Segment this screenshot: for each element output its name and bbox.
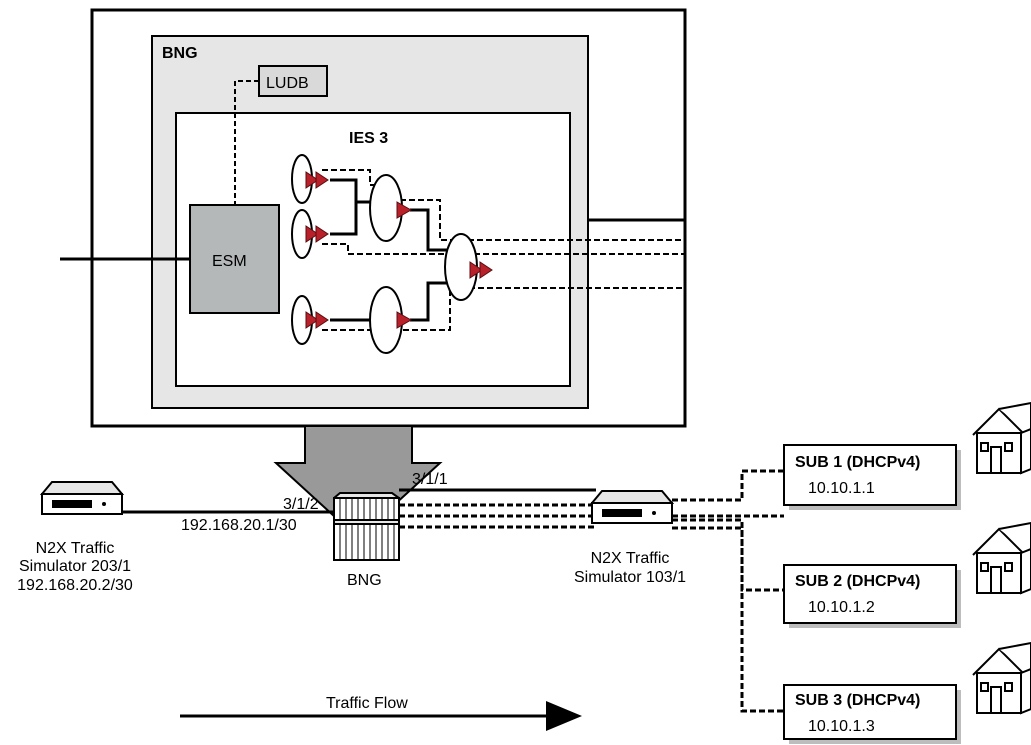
sim203-line2: Simulator 203/1	[19, 558, 131, 575]
sim203-line1: N2X Traffic	[36, 540, 115, 557]
port-left: 3/1/2	[283, 496, 319, 513]
sim203-line3: 192.168.20.2/30	[17, 577, 133, 594]
sim103-line1: N2X Traffic	[591, 550, 670, 567]
ludb-link	[234, 80, 259, 205]
bng-title: BNG	[162, 45, 198, 62]
traffic-flow-label: Traffic Flow	[326, 695, 408, 712]
port-right: 3/1/1	[412, 471, 448, 488]
bng-router	[333, 492, 400, 561]
sub3-name: SUB 3 (DHCPv4)	[795, 692, 920, 709]
esm-label: ESM	[212, 253, 247, 270]
ludb-box	[258, 65, 328, 97]
house-icon	[972, 641, 1031, 715]
sub1-ip: 10.10.1.1	[808, 480, 875, 497]
ludb-label: LUDB	[266, 75, 309, 92]
subscriber-links	[672, 469, 784, 713]
sub2-ip: 10.10.1.2	[808, 599, 875, 616]
bng-dashed-links	[399, 503, 596, 529]
simulator-103-icon	[589, 490, 675, 524]
house-icon	[972, 401, 1031, 475]
simulator-203-icon	[39, 481, 125, 515]
ip-left: 192.168.20.1/30	[181, 517, 297, 534]
ies-label: IES 3	[349, 130, 388, 147]
scheduler-arrows	[305, 171, 493, 329]
house-icon	[972, 521, 1031, 595]
sim103-line2: Simulator 103/1	[574, 569, 686, 586]
sub3-ip: 10.10.1.3	[808, 718, 875, 735]
sub2-name: SUB 2 (DHCPv4)	[795, 573, 920, 590]
bng-device-label: BNG	[347, 572, 382, 589]
scheduler-ellipses	[291, 154, 478, 354]
sub1-name: SUB 1 (DHCPv4)	[795, 454, 920, 471]
subscriber-boxes	[783, 444, 961, 744]
